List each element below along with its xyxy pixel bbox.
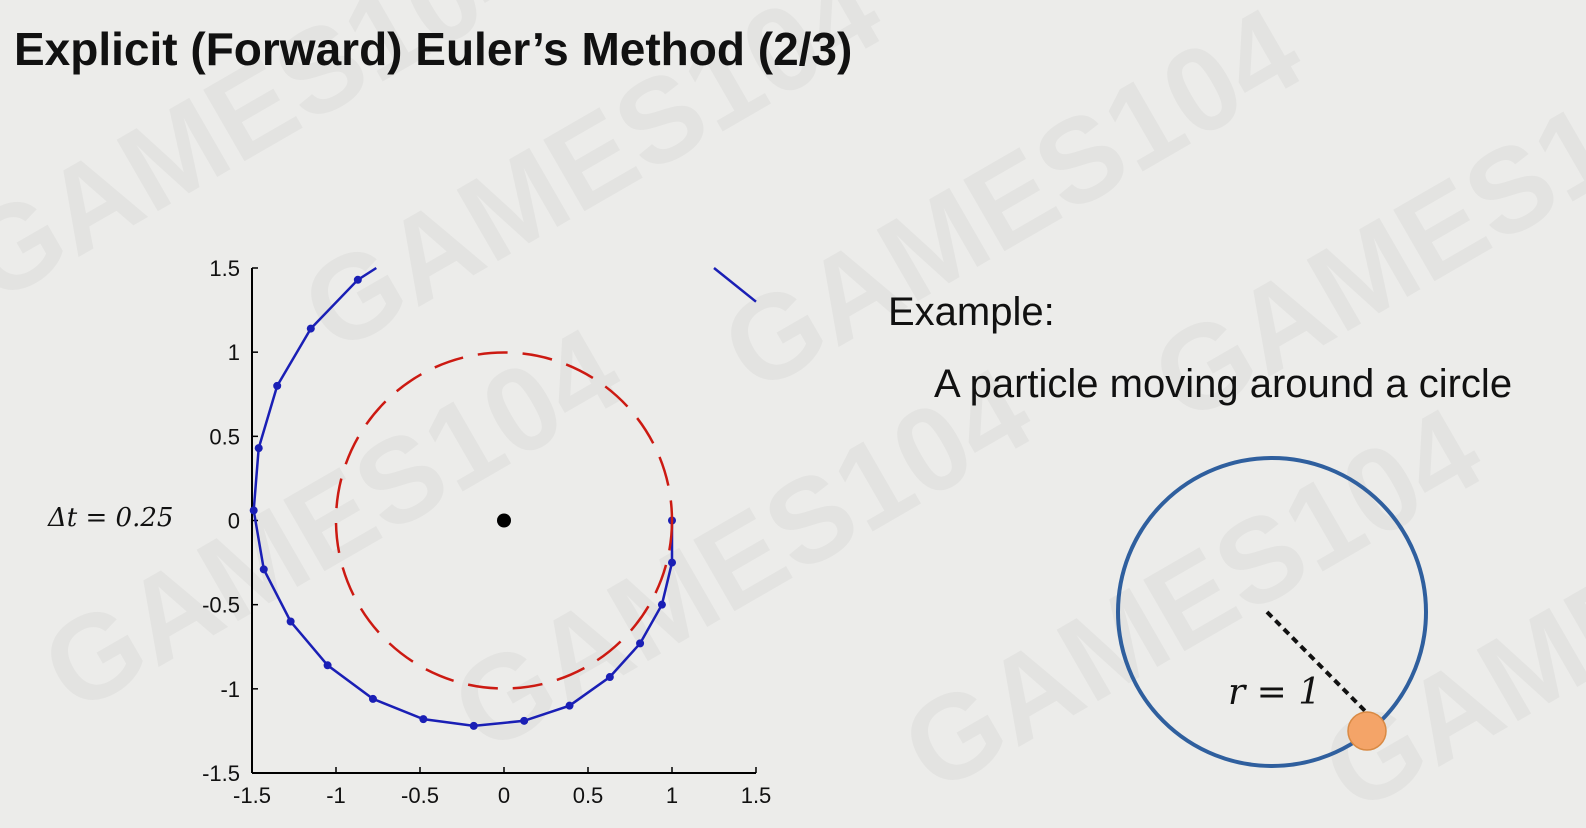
time-step-label: Δt = 0.25	[48, 503, 174, 533]
y-tick-label: -1.5	[202, 761, 240, 786]
slide-title: Explicit (Forward) Euler’s Method (2/3)	[14, 23, 853, 75]
y-tick-label: -1	[220, 677, 240, 702]
trajectory-point	[273, 381, 282, 390]
trajectory-point	[249, 506, 258, 515]
y-tick-label: 1.5	[209, 256, 240, 281]
trajectory-point	[286, 617, 295, 626]
y-tick-label: -0.5	[202, 593, 240, 618]
trajectory-point	[323, 661, 332, 670]
center-point	[497, 513, 511, 528]
x-tick-label: 1.5	[741, 783, 772, 808]
x-tick-label: -1	[326, 783, 346, 808]
x-tick-label: 0	[498, 783, 510, 808]
trajectory-point	[636, 639, 645, 648]
example-heading: Example:	[888, 290, 1055, 334]
x-tick-label: 1	[666, 783, 678, 808]
reference-circle	[334, 351, 674, 690]
y-tick-label: 1	[228, 340, 240, 365]
trajectory-point	[419, 715, 428, 724]
trajectory-point	[254, 444, 263, 453]
y-tick-label: 0	[228, 509, 240, 534]
trajectory-point	[306, 324, 315, 333]
y-tick-label: 0.5	[209, 424, 240, 449]
x-tick-label: 0.5	[573, 783, 604, 808]
example-description: A particle moving around a circle	[934, 362, 1513, 406]
trajectory-point	[353, 275, 362, 284]
trajectory-point	[605, 673, 614, 682]
x-tick-label: -1.5	[233, 783, 271, 808]
trajectory-point	[668, 558, 676, 567]
trajectory-point	[368, 694, 377, 703]
x-tick-label: -0.5	[401, 783, 439, 808]
particle	[1347, 711, 1387, 751]
trajectory-point	[657, 600, 666, 609]
trajectory-point	[520, 716, 529, 725]
radius-label: r = 1	[1228, 672, 1322, 713]
diagram-circle	[1116, 456, 1428, 768]
trajectory-point	[565, 701, 574, 710]
trajectory-line	[713, 267, 757, 303]
trajectory-point	[469, 721, 478, 730]
radius-line	[1265, 610, 1374, 720]
trajectory-point	[259, 565, 268, 574]
